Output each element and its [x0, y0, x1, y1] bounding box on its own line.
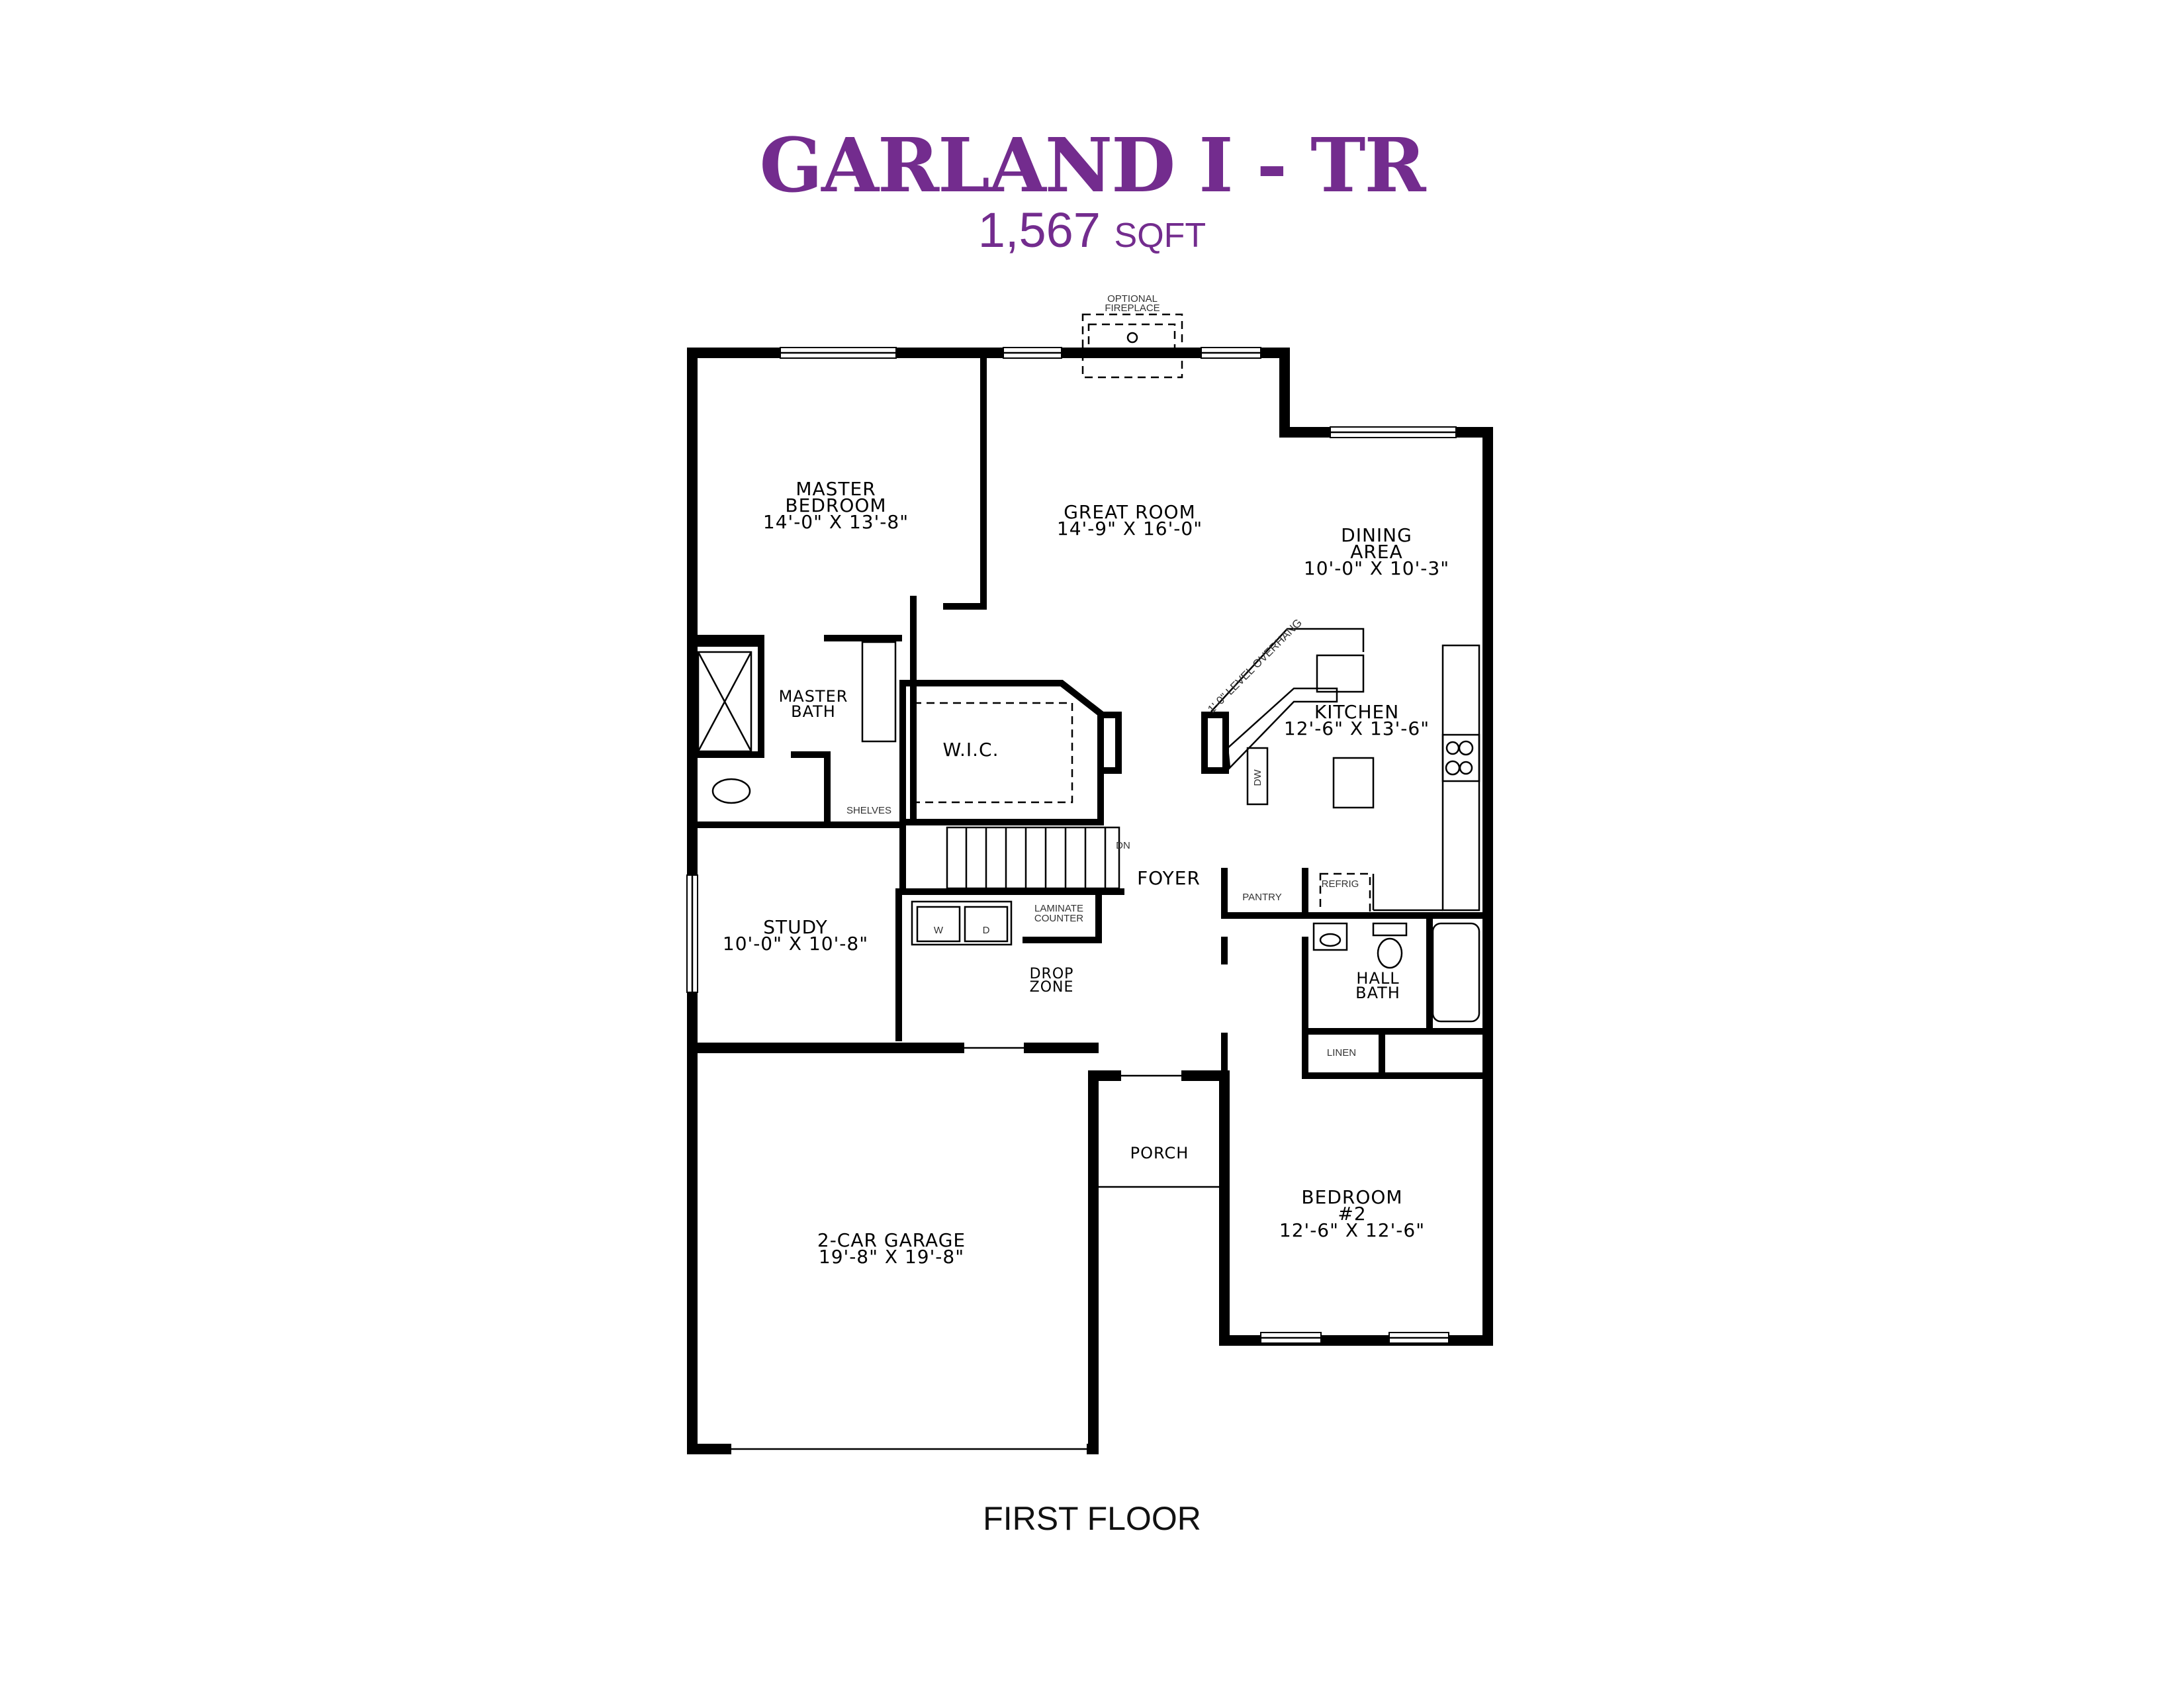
hall-bath-label: HALL: [1356, 969, 1399, 988]
study-label: STUDY: [763, 916, 828, 938]
garage-dims: 19'-8" X 19'-8": [819, 1246, 964, 1268]
fixtures: [697, 628, 1480, 1023]
optional-fireplace: [1081, 313, 1183, 379]
drop-zone-label-2: ZONE: [1030, 979, 1074, 996]
dining-label-2: AREA: [1350, 541, 1402, 563]
bedroom2-dims: 12'-6" X 12'-6": [1279, 1219, 1425, 1241]
laminate-counter-label: LAMINATE: [1034, 903, 1083, 914]
master-bedroom-dims: 14'-0" X 13'-8": [763, 511, 909, 533]
master-bedroom-label: MASTER: [796, 478, 876, 500]
foyer-label: FOYER: [1137, 867, 1201, 889]
floor-label: FIRST FLOOR: [983, 1500, 1201, 1537]
great-room-dims: 14'-9" X 16'-0": [1057, 518, 1203, 539]
hall-bath-label-2: BATH: [1355, 984, 1400, 1002]
washer-label: W: [934, 925, 944, 936]
sqft-unit: SQFT: [1114, 216, 1206, 255]
room-labels: MASTER BEDROOM 14'-0" X 13'-8" GREAT ROO…: [723, 478, 1449, 1268]
master-bath-label: MASTER: [779, 687, 848, 706]
shelves-label: SHELVES: [846, 805, 891, 816]
drop-zone-label: DROP: [1030, 966, 1074, 982]
bedroom2-label-2: #2: [1338, 1203, 1366, 1225]
linen-label: LINEN: [1327, 1047, 1356, 1058]
fireplace-label: OPTIONAL: [1107, 293, 1158, 305]
dryer-label: D: [983, 925, 990, 936]
master-bedroom-label-2: BEDROOM: [785, 494, 886, 516]
study-dims: 10'-0" X 10'-8": [723, 933, 868, 955]
fireplace-label-2: FIREPLACE: [1105, 303, 1160, 314]
dishwasher-label: DW: [1252, 769, 1263, 786]
wic-label: W.I.C.: [943, 739, 999, 761]
kitchen-label: KITCHEN: [1314, 701, 1399, 723]
windows: [686, 347, 1457, 1455]
porch-label: PORCH: [1130, 1144, 1189, 1162]
garage-label: 2-CAR GARAGE: [817, 1229, 966, 1251]
pantry-label: PANTRY: [1242, 892, 1281, 903]
stairs: [946, 826, 1120, 890]
dining-dims: 10'-0" X 10'-3": [1304, 557, 1449, 579]
laminate-counter-label-2: COUNTER: [1034, 913, 1083, 924]
interior-walls: [689, 350, 1491, 1079]
bedroom2-label: BEDROOM: [1301, 1186, 1402, 1208]
master-bath-label-2: BATH: [791, 702, 836, 721]
sqft-value: 1,567: [978, 203, 1101, 258]
plan-title: GARLAND I - TR: [759, 122, 1426, 209]
overhang-label: 1'-0" LEVEL OVERHANG: [1205, 616, 1304, 716]
square-footage: 1,567 SQFT: [0, 202, 2184, 258]
dining-label: DINING: [1341, 524, 1412, 546]
kitchen-dims: 12'-6" X 13'-6": [1284, 718, 1430, 739]
refrigerator-label: REFRIG: [1322, 878, 1359, 890]
stairs-down-label: DN: [1116, 840, 1130, 851]
great-room-label: GREAT ROOM: [1064, 501, 1196, 523]
